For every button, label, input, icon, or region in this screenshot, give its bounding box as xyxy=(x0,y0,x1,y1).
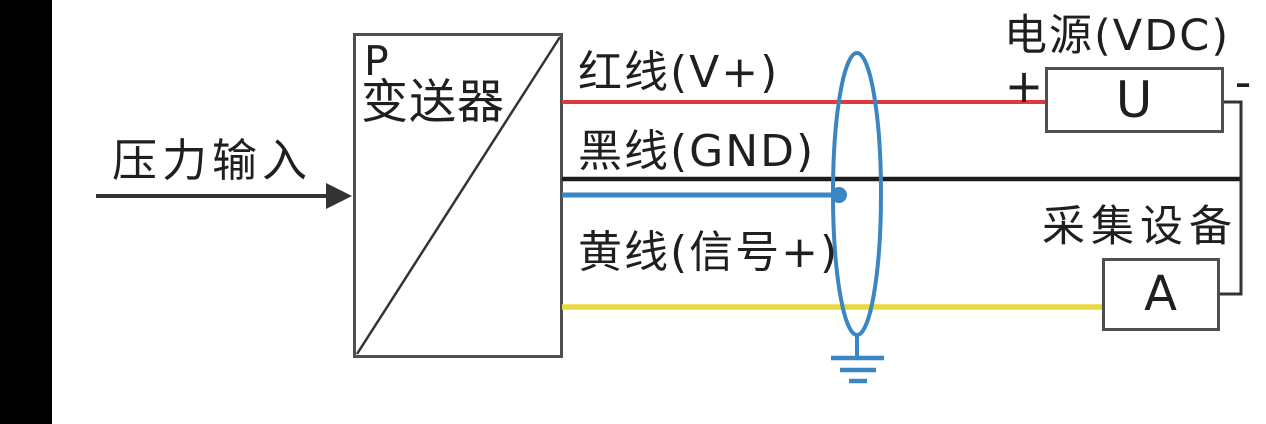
left-crop-bar xyxy=(0,0,52,424)
black-wire-label: 黑线(GND) xyxy=(578,126,816,177)
power-supply-label: 电源(VDC) xyxy=(1004,11,1231,61)
negative-return-wire xyxy=(1219,100,1243,296)
ammeter-label: A xyxy=(1144,266,1177,322)
transmitter-symbol-label: P xyxy=(364,37,389,85)
yellow-wire-label: 黄线(信号+) xyxy=(578,227,840,278)
transmitter-name-label: 变送器 xyxy=(361,75,505,130)
minus-sign: - xyxy=(1234,55,1252,109)
voltage-source-label: U xyxy=(1115,70,1153,129)
red-wire-label: 红线(V+) xyxy=(578,47,780,98)
pressure-input-arrowhead-icon xyxy=(326,183,352,209)
ammeter-box xyxy=(1102,258,1220,331)
transmitter-diagonal-line xyxy=(355,36,562,355)
pressure-input-label: 压力输入 xyxy=(112,134,313,187)
plus-sign: + xyxy=(1004,59,1044,113)
voltage-source-box xyxy=(1045,67,1224,133)
shield-junction-dot xyxy=(831,187,847,203)
acquisition-device-label: 采集设备 xyxy=(1042,202,1238,252)
